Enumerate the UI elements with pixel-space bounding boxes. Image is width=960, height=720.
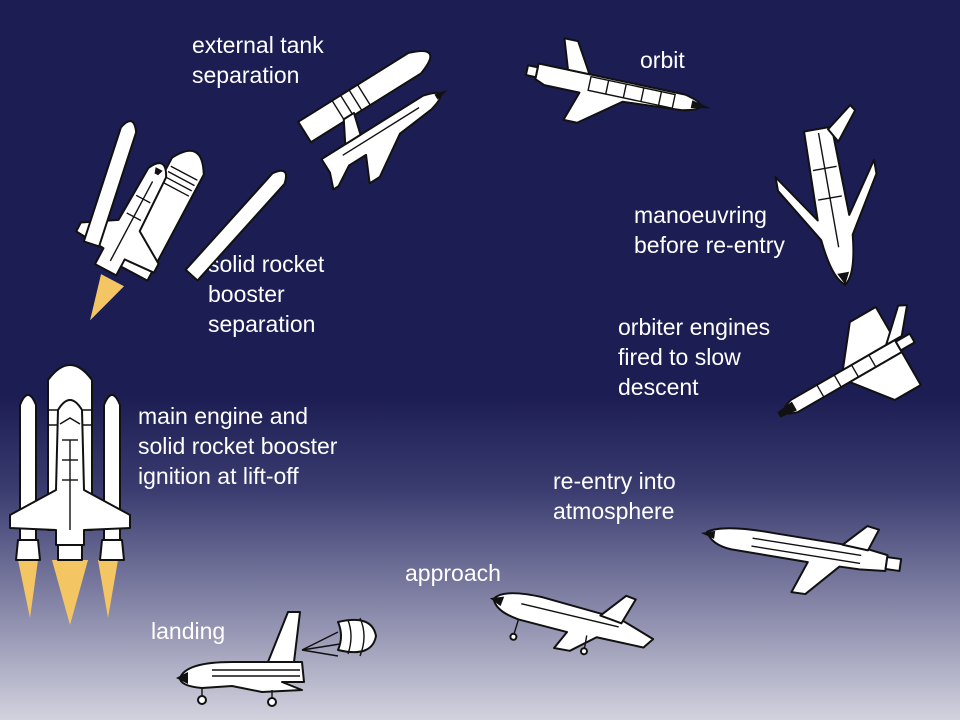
shuttle-tank-separation-icon bbox=[297, 50, 448, 191]
label-landing: landing bbox=[151, 618, 226, 644]
shuttle-srb-separation-icon bbox=[75, 120, 288, 321]
label-orbiter-engines-fired: orbiter engines fired to slow descent bbox=[618, 314, 771, 400]
label-approach: approach bbox=[405, 560, 501, 586]
shuttle-orbit-icon bbox=[524, 37, 712, 124]
shuttle-engines-fired-icon bbox=[777, 304, 922, 418]
label-srb-separation: solid rocket booster separation bbox=[208, 251, 325, 337]
shuttle-manoeuvring-icon bbox=[774, 104, 878, 286]
shuttle-landing-icon bbox=[176, 611, 377, 707]
label-reentry: re-entry into atmosphere bbox=[553, 468, 676, 524]
label-liftoff: main engine and solid rocket booster ign… bbox=[138, 403, 338, 489]
shuttle-approach-icon bbox=[489, 592, 655, 656]
shuttle-liftoff-icon bbox=[9, 364, 131, 625]
shuttle-reentry-icon bbox=[700, 525, 903, 596]
label-manoeuvring: manoeuvring before re-entry bbox=[634, 202, 785, 258]
label-orbit: orbit bbox=[640, 47, 685, 73]
label-external-tank-separation: external tank separation bbox=[192, 32, 324, 88]
